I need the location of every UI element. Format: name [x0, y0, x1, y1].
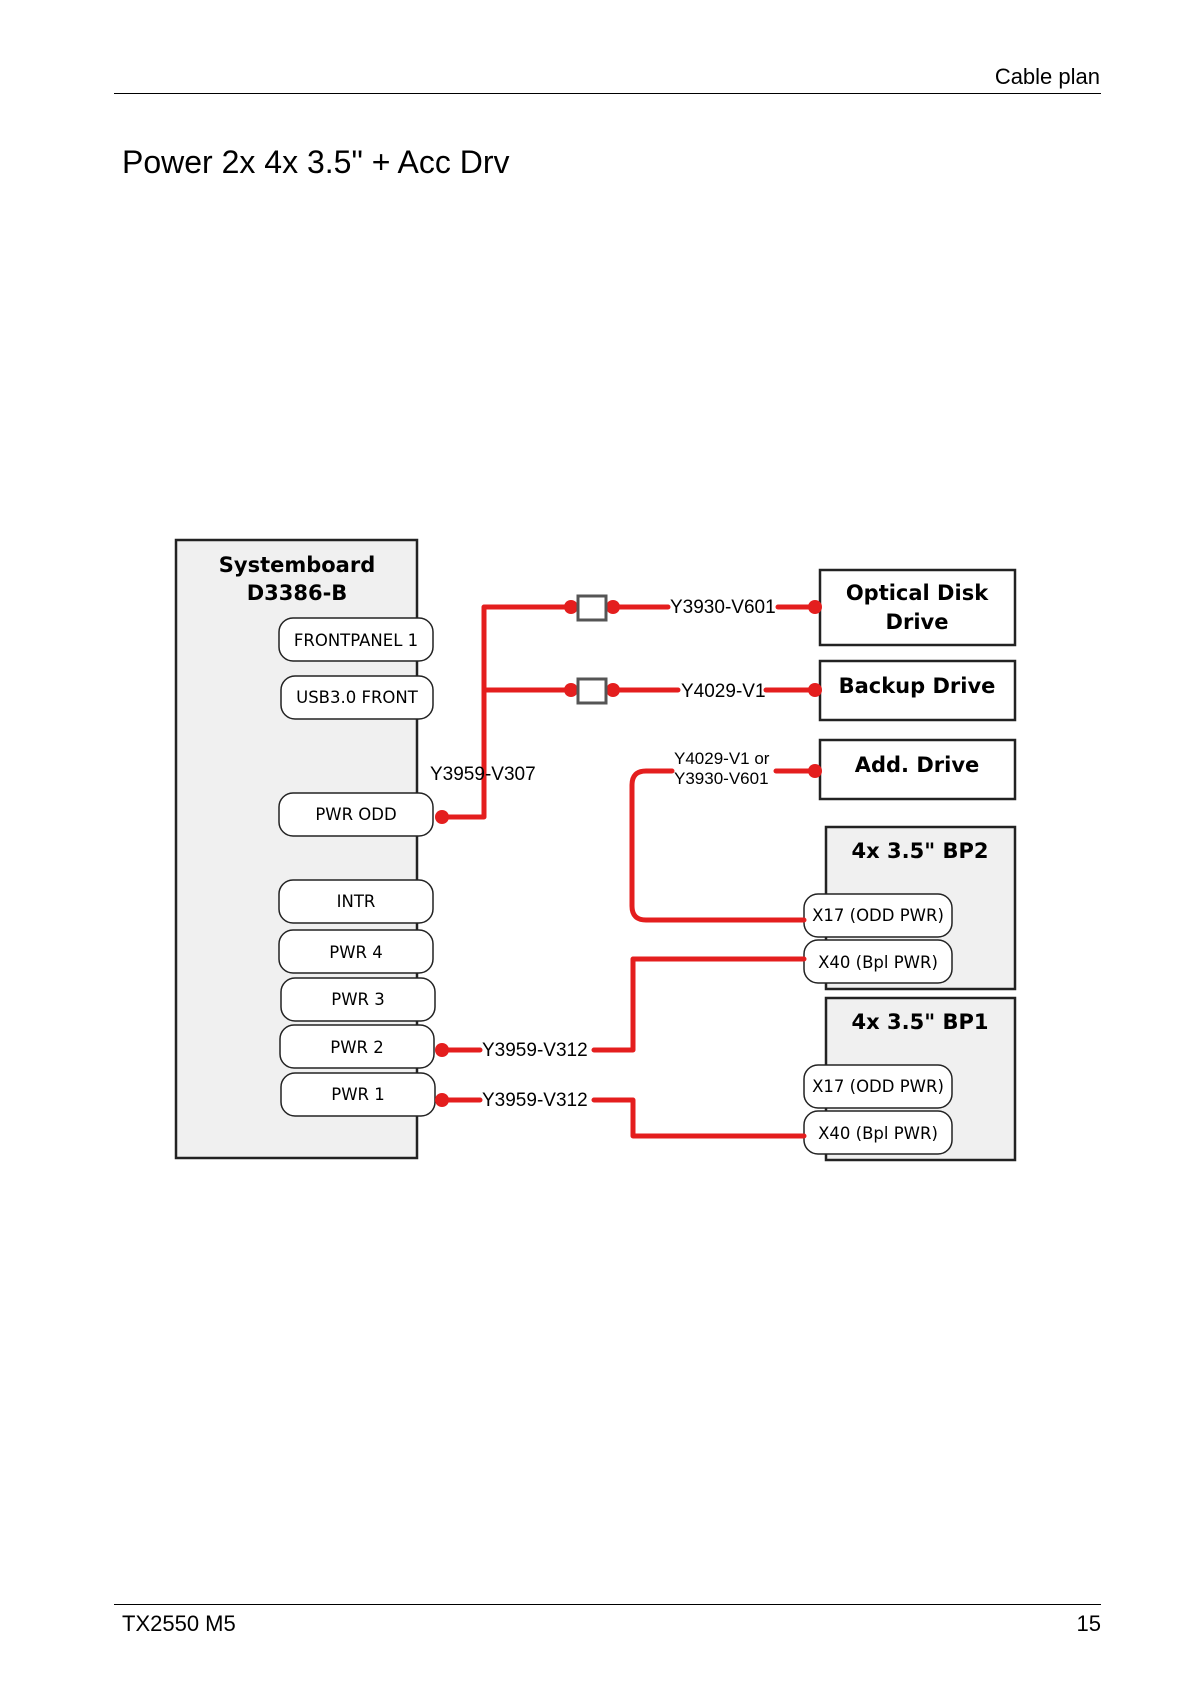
backup-drive-label: Backup Drive — [839, 674, 996, 698]
cable-label-odd-main: Y3959-V307 — [430, 764, 536, 785]
port-pwr1-label: PWR 1 — [331, 1085, 384, 1104]
bp2-x17-port — [803, 893, 953, 938]
bp2-title: 4x 3.5" BP2 — [852, 839, 989, 863]
bp1-title: 4x 3.5" BP1 — [852, 1010, 989, 1034]
port-usb30front: USB3.0 FRONT — [280, 675, 434, 720]
inline-connector-backup — [576, 677, 608, 705]
optical-drive-label-2: Drive — [886, 610, 949, 634]
dot-pwr2 — [435, 1043, 449, 1057]
port-pwr1: PWR 1 — [280, 1072, 436, 1117]
backup-drive-box: Backup Drive — [818, 659, 1017, 722]
inline-connector-optical — [576, 594, 608, 622]
bp2-x40-label: X40 (Bpl PWR) — [818, 953, 938, 972]
port-pwr-odd: PWR ODD — [278, 792, 434, 837]
cable-add-drive-route — [629, 768, 807, 923]
dot-add-drive — [808, 764, 822, 778]
port-pwr3: PWR 3 — [280, 977, 436, 1022]
cable-label-add-1: Y4029-V1 or — [674, 749, 770, 768]
cable-label-backup: Y4029-V1 — [681, 681, 766, 702]
footer-rule — [114, 1604, 1101, 1605]
port-pwr-odd-label: PWR ODD — [315, 805, 396, 824]
footer-model: TX2550 M5 — [122, 1611, 236, 1636]
add-drive-box: Add. Drive — [818, 738, 1017, 801]
dot-pwr1 — [435, 1093, 449, 1107]
cable-label-optical: Y3930-V601 — [670, 597, 776, 618]
bp1-x17-label: X17 (ODD PWR) — [812, 1077, 944, 1096]
port-usb30front-label: USB3.0 FRONT — [296, 688, 419, 707]
port-pwr3-label: PWR 3 — [331, 990, 384, 1009]
cable-pwr1-route — [591, 1097, 807, 1139]
port-intr: INTR — [278, 879, 434, 924]
port-frontpanel1: FRONTPANEL 1 — [278, 617, 434, 662]
optical-disk-drive-box: Optical Disk Drive — [818, 568, 1017, 647]
port-pwr2-label: PWR 2 — [330, 1038, 383, 1057]
dot-backup-right — [606, 683, 620, 697]
port-pwr2: PWR 2 — [279, 1024, 435, 1069]
header-section-title: Cable plan — [994, 64, 1100, 89]
add-drive-label: Add. Drive — [855, 753, 980, 777]
page-title: Power 2x 4x 3.5" + Acc Drv — [122, 144, 510, 180]
bp2-x17-label: X17 (ODD PWR) — [812, 906, 944, 925]
header-rule — [114, 93, 1101, 94]
dot-backup-drive — [808, 683, 822, 697]
port-intr-label: INTR — [337, 892, 376, 911]
backplane-bp2: 4x 3.5" BP2 X17 (ODD PWR) X40 (Bpl PWR) — [803, 825, 1017, 991]
dot-optical-right — [606, 600, 620, 614]
dot-backup-left — [564, 683, 578, 697]
cable-pwr-odd-trunk — [435, 604, 571, 820]
systemboard-title-2: D3386-B — [247, 581, 348, 605]
dot-pwr-odd — [435, 810, 449, 824]
backplane-bp1: 4x 3.5" BP1 X17 (ODD PWR) X40 (Bpl PWR) — [803, 996, 1017, 1162]
dot-optical-left — [564, 600, 578, 614]
cable-label-add-2: Y3930-V601 — [674, 769, 769, 788]
bp1-x17-port — [803, 1064, 953, 1109]
port-pwr4: PWR 4 — [278, 929, 434, 974]
cable-pwr2-route — [591, 956, 807, 1053]
port-frontpanel1-label: FRONTPANEL 1 — [294, 631, 418, 650]
optical-drive-label-1: Optical Disk — [846, 581, 989, 605]
footer-page-number: 15 — [1076, 1611, 1101, 1636]
cable-label-pwr2: Y3959-V312 — [482, 1040, 588, 1061]
bp1-x40-port — [803, 1110, 953, 1155]
cable-label-pwr1: Y3959-V312 — [482, 1090, 588, 1111]
bp1-x40-label: X40 (Bpl PWR) — [818, 1124, 938, 1143]
dot-optical-drive — [808, 600, 822, 614]
systemboard-title-1: Systemboard — [219, 553, 376, 577]
port-pwr4-label: PWR 4 — [329, 943, 382, 962]
